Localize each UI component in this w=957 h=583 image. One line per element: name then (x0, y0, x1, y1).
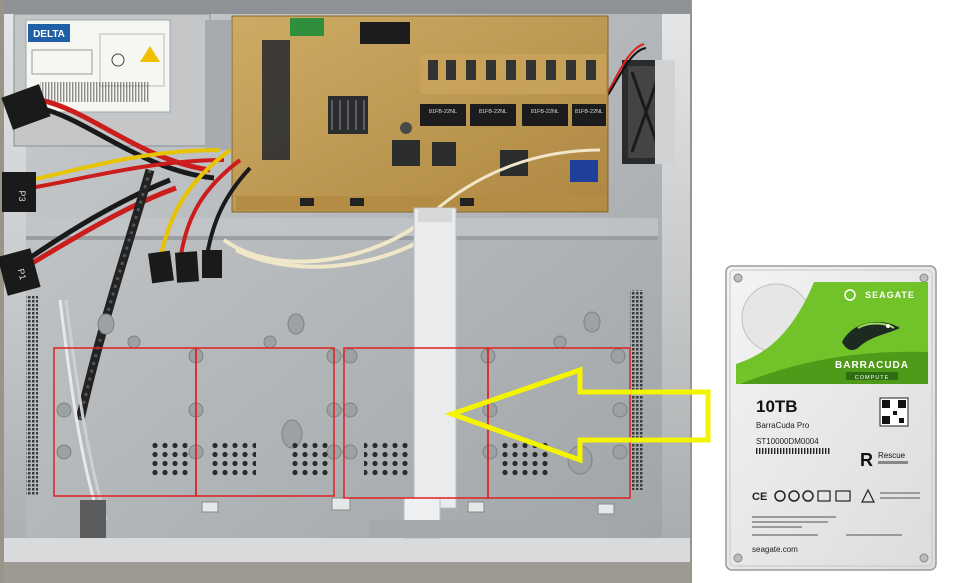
seagate-logo-icon (844, 289, 856, 301)
drive-model-name: BarraCuda Pro (756, 421, 810, 430)
chip-label: 81FB-22NL (429, 109, 457, 115)
vent-holes (364, 440, 410, 476)
power-supply: DELTA (13, 13, 211, 147)
pointer-arrow (444, 366, 711, 464)
chip-label: 81FB-22NL (531, 109, 559, 115)
barcode (756, 448, 830, 454)
psu-brand: DELTA (33, 29, 65, 40)
drive-website: seagate.com (752, 545, 798, 554)
barracuda-fish-icon (842, 321, 900, 350)
chip-label: 81FB-22NL (479, 109, 507, 115)
cable-label: P3 (17, 190, 27, 201)
rescue-brand: Rescue (878, 451, 906, 460)
drive-model-number: ST10000DM0004 (756, 437, 819, 446)
cable-label: P1 (16, 268, 29, 281)
drive-bay-2 (195, 347, 335, 497)
chip-label: 81FB-22NL (575, 109, 603, 115)
drive-product-line: BARRACUDA (835, 360, 909, 371)
drive-brand: SEAGATE (865, 290, 915, 300)
vent-holes (148, 440, 188, 476)
drive-bay-4 (487, 347, 631, 499)
cooling-fan (622, 60, 675, 164)
power-cables: P3 P1 (0, 84, 601, 296)
psu-logo (28, 24, 70, 42)
vent-holes (212, 440, 256, 476)
drive-bay-outlines (53, 347, 631, 499)
drive-capacity: 10TB (756, 397, 798, 416)
drive-product-sub: COMPUTE (855, 375, 890, 381)
vent-holes (288, 440, 330, 476)
side-vents (26, 296, 38, 496)
ethernet-transformers: 81FB-22NL 81FB-22NL 81FB-22NL 81FB-22NL (420, 104, 606, 126)
motherboard: 81FB-22NL 81FB-22NL 81FB-22NL 81FB-22NL (231, 15, 609, 213)
hard-drive-product: SEAGATE BARRACUDA COMPUTE 10TB BarraCuda… (725, 265, 937, 571)
fine-print (752, 492, 920, 536)
svg-text:CE: CE (752, 491, 767, 503)
qr-code (879, 397, 909, 427)
chassis-photo: DELTA (0, 0, 692, 583)
rescue-r-icon: R (860, 450, 873, 470)
certification-icons: CE (752, 488, 875, 503)
